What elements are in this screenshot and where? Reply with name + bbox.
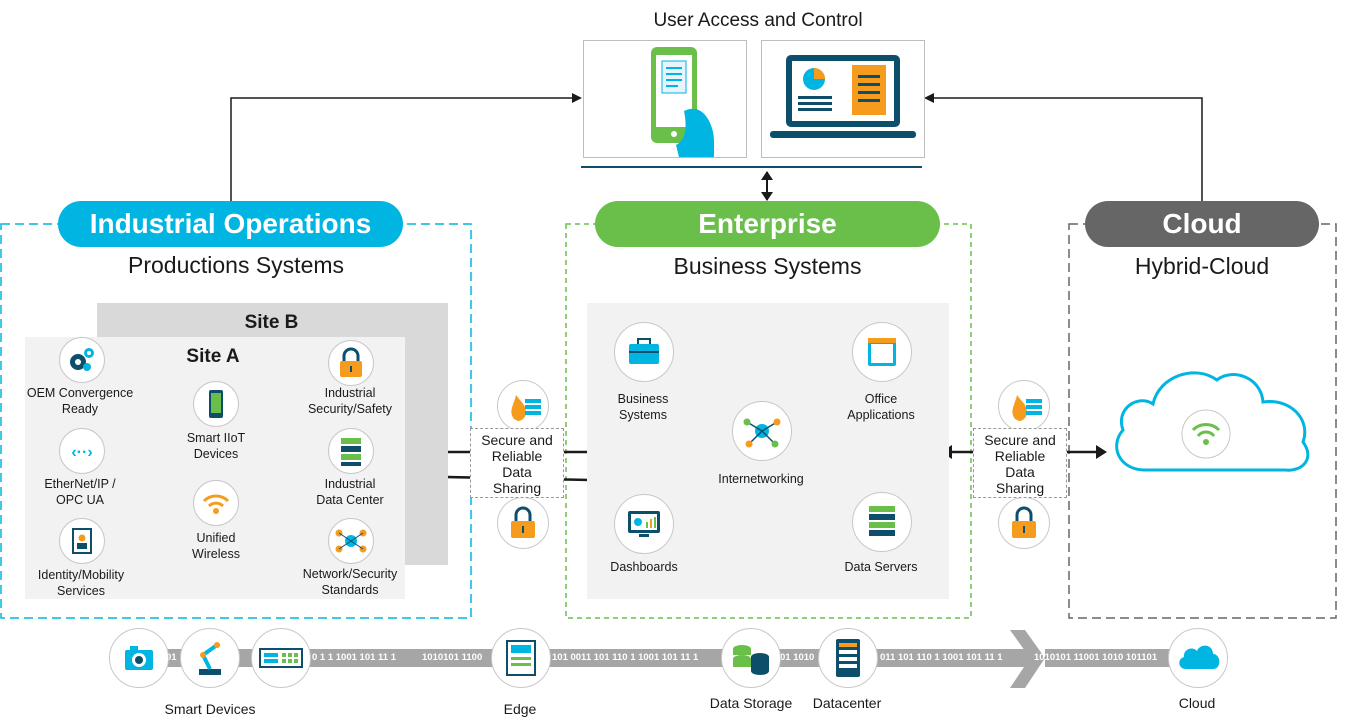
laptop-panel bbox=[761, 40, 925, 158]
oem-label: OEM Convergence Ready bbox=[26, 386, 134, 416]
site-b-label: Site B bbox=[244, 312, 299, 333]
id-badge-icon bbox=[59, 518, 105, 564]
unified-wireless-label: Unified Wireless bbox=[192, 531, 240, 561]
smart-devices-label: Smart Devices bbox=[164, 701, 256, 717]
identity-label: Identity/Mobility Services bbox=[37, 568, 125, 598]
lock-icon bbox=[497, 497, 549, 549]
data-servers-icon bbox=[852, 492, 912, 552]
firewall-right-icon bbox=[998, 380, 1050, 432]
network-hub-icon bbox=[328, 518, 374, 564]
office-apps-label: Office Applications bbox=[847, 392, 915, 422]
industrial-to-user-arrow bbox=[230, 93, 582, 205]
mobile-phone-icon bbox=[651, 47, 714, 157]
data-stream-bar bbox=[140, 649, 1030, 667]
bits-4: 101 0011 101 110 1 1001 101 11 1 bbox=[552, 652, 699, 663]
bits-5: 01 1010 bbox=[780, 652, 815, 663]
bits-1: 01 bbox=[166, 652, 177, 663]
ethernet-label: EtherNet/IP / OPC UA bbox=[44, 477, 116, 507]
cloud-label: Cloud bbox=[1178, 695, 1216, 711]
app-window-icon bbox=[852, 322, 912, 382]
stream-chevron bbox=[1010, 630, 1045, 688]
hybrid-cloud-icon bbox=[1115, 371, 1310, 472]
bits-3: 1010101 1100 bbox=[422, 652, 483, 663]
datacenter-icon bbox=[818, 628, 878, 688]
svg-text:‹··›: ‹··› bbox=[71, 444, 92, 461]
enterprise-subtitle: Business Systems bbox=[673, 253, 862, 279]
bits-2: 0 1 1 1001 101 11 1 bbox=[312, 652, 396, 663]
datacenter-label: Datacenter bbox=[812, 695, 882, 711]
dashboards-label: Dashboards bbox=[610, 560, 678, 574]
robot-arm-icon bbox=[180, 628, 240, 688]
enterprise-title: Enterprise bbox=[595, 201, 940, 247]
lock-right-icon bbox=[998, 497, 1050, 549]
secure-sharing-right: Secure and Reliable Data Sharing bbox=[973, 428, 1067, 498]
data-storage-icon bbox=[721, 628, 781, 688]
bits-7: 1010101 11001 1010 101101 bbox=[1034, 652, 1158, 663]
mobile-device-panel bbox=[583, 40, 747, 158]
data-storage-label: Data Storage bbox=[709, 695, 793, 711]
industrial-security-label: Industrial Security/Safety bbox=[307, 386, 393, 416]
wireless-icon bbox=[193, 480, 239, 526]
server-rack-icon bbox=[328, 428, 374, 474]
cloud-icon bbox=[1168, 628, 1228, 688]
padlock-icon bbox=[328, 340, 374, 386]
briefcase-icon bbox=[614, 322, 674, 382]
internetworking-label: Internetworking bbox=[718, 472, 804, 486]
cloud-to-user-arrow bbox=[924, 93, 1203, 205]
smart-iiot-label: Smart IIoT Devices bbox=[186, 431, 246, 461]
edge-label: Edge bbox=[503, 701, 537, 717]
cloud-subtitle: Hybrid-Cloud bbox=[1134, 253, 1270, 279]
business-systems-label: Business Systems bbox=[617, 392, 669, 422]
laptop-icon bbox=[770, 55, 916, 138]
user-access-title: User Access and Control bbox=[653, 10, 863, 31]
controller-icon bbox=[251, 628, 311, 688]
smartphone-icon bbox=[193, 381, 239, 427]
edge-device-icon bbox=[491, 628, 551, 688]
ethernet-icon: ‹··› bbox=[59, 428, 105, 474]
internetworking-icon bbox=[732, 401, 792, 461]
dashboard-icon bbox=[614, 494, 674, 554]
site-a-label: Site A bbox=[186, 346, 240, 367]
firewall-icon bbox=[497, 380, 549, 432]
industrial-frame bbox=[0, 223, 472, 619]
cloud-title: Cloud bbox=[1085, 201, 1319, 247]
bits-6: 011 101 110 1 1001 101 11 1 bbox=[880, 652, 1003, 663]
data-servers-label: Data Servers bbox=[844, 560, 918, 574]
gears-icon bbox=[59, 337, 105, 383]
industrial-operations-title: Industrial Operations bbox=[58, 201, 403, 247]
industrial-dc-label: Industrial Data Center bbox=[316, 477, 384, 507]
secure-sharing-left: Secure and Reliable Data Sharing bbox=[470, 428, 564, 498]
industrial-subtitle: Productions Systems bbox=[127, 252, 345, 278]
network-security-label: Network/Security Standards bbox=[302, 567, 398, 597]
camera-icon bbox=[109, 628, 169, 688]
